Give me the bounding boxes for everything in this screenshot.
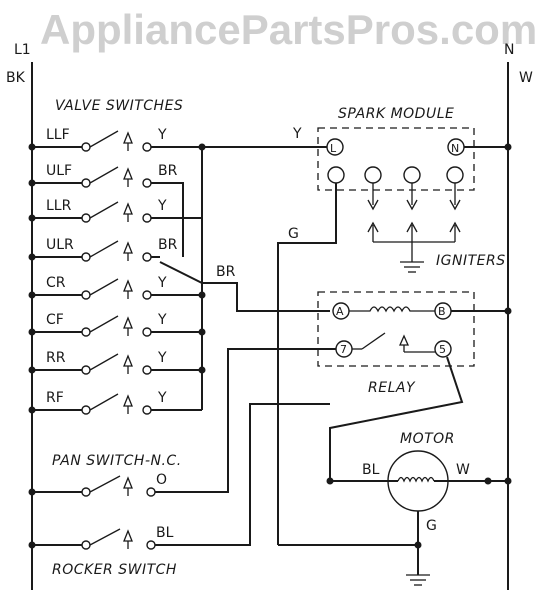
- valve-switch-wire-label: Y: [157, 312, 167, 328]
- relay-b-label: B: [438, 305, 446, 318]
- rail-l1-label: L1: [14, 42, 31, 58]
- pan-switch-wire-label: O: [156, 472, 167, 488]
- motor-winding: [397, 476, 435, 483]
- switch-blade: [89, 240, 119, 258]
- valve-switch-row: RF Y: [28, 390, 202, 415]
- valve-switch-wire-label: Y: [157, 198, 167, 214]
- relay-box: [317, 291, 475, 367]
- br-to-relay: [159, 261, 330, 312]
- spark-ground-terminal: [327, 166, 345, 184]
- relay-contact: [361, 332, 386, 350]
- valve-switch-name: ULF: [46, 163, 72, 179]
- switch-blade: [89, 201, 119, 219]
- rocker-switch-title: ROCKER SWITCH: [52, 562, 177, 578]
- switch-blade: [89, 278, 119, 296]
- ground-wire: [277, 183, 337, 545]
- spark-module-box: [317, 127, 475, 191]
- valve-switch-name: RR: [46, 350, 66, 366]
- valve-switches-title: VALVE SWITCHES: [55, 98, 183, 114]
- rail-n-label: N: [504, 42, 514, 58]
- spark-output-3: [446, 166, 464, 184]
- rocker-switch-wire-label: BL: [156, 525, 174, 541]
- relay-a-label: A: [336, 305, 344, 318]
- spark-l-label: L: [330, 142, 337, 155]
- ground-g-label: G: [288, 226, 299, 242]
- relay-terminal-5: [434, 340, 452, 358]
- br-wire-label: BR: [216, 264, 236, 280]
- igniter-group: [367, 183, 461, 273]
- spark-output-2: [403, 166, 421, 184]
- valve-switch-wire-label: Y: [157, 390, 167, 406]
- switch-blade: [89, 353, 119, 371]
- rail-bk-label: BK: [6, 70, 26, 86]
- motor-g-label: G: [426, 518, 437, 534]
- switch-blade: [89, 393, 119, 411]
- valve-switch-name: RF: [46, 390, 64, 406]
- pan-switch: [28, 475, 160, 497]
- ground-symbol: [406, 574, 430, 586]
- relay-5-label: 5: [439, 343, 446, 356]
- valve-switch-name: CF: [46, 312, 64, 328]
- motor-bl-label: BL: [362, 462, 380, 478]
- rocker-switch: [28, 528, 160, 550]
- relay-coil: [349, 306, 435, 313]
- watermark: AppliancePartsPros.com: [40, 6, 537, 53]
- spark-y-label: Y: [292, 126, 302, 142]
- valve-switch-row: CR Y: [28, 275, 202, 300]
- valve-switch-wire-label: Y: [157, 127, 167, 143]
- valve-switch-row: RR Y: [28, 350, 202, 375]
- valve-switch-wire-label: BR: [158, 163, 178, 179]
- br-jumper: [155, 182, 184, 257]
- spark-module-title: SPARK MODULE: [338, 106, 454, 122]
- relay-7-label: 7: [340, 343, 347, 356]
- switch-blade: [89, 315, 119, 333]
- valve-switch-name: ULR: [46, 237, 74, 253]
- motor-title: MOTOR: [400, 431, 455, 447]
- valve-switch-group: LLF Y ULF BR LLR Y ULR BR CR Y CF Y RR Y RF Y: [28, 127, 202, 415]
- rail-w-label: W: [519, 70, 533, 86]
- spark-n-label: N: [451, 142, 459, 155]
- relay-title: RELAY: [368, 380, 416, 396]
- spark-terminal-l: [326, 138, 344, 156]
- igniters-title: IGNITERS: [436, 253, 506, 269]
- switch-blade: [89, 166, 119, 184]
- valve-switch-name: LLR: [46, 198, 72, 214]
- motor-w-label: W: [456, 462, 470, 478]
- pan-switch-title: PAN SWITCH-N.C.: [52, 453, 182, 469]
- valve-switch-row: ULR BR: [28, 237, 178, 262]
- valve-switch-row: LLF Y: [28, 127, 167, 152]
- pan-to-relay: [160, 348, 336, 493]
- rocker-feed: [160, 403, 330, 546]
- valve-switch-name: CR: [46, 275, 66, 291]
- valve-switch-row: CF Y: [28, 312, 202, 337]
- valve-switch-name: LLF: [46, 127, 70, 143]
- valve-switch-wire-label: BR: [158, 237, 178, 253]
- valve-switch-wire-label: Y: [157, 275, 167, 291]
- switch-blade: [89, 130, 119, 148]
- valve-switch-wire-label: Y: [157, 350, 167, 366]
- spark-output-1: [364, 166, 382, 184]
